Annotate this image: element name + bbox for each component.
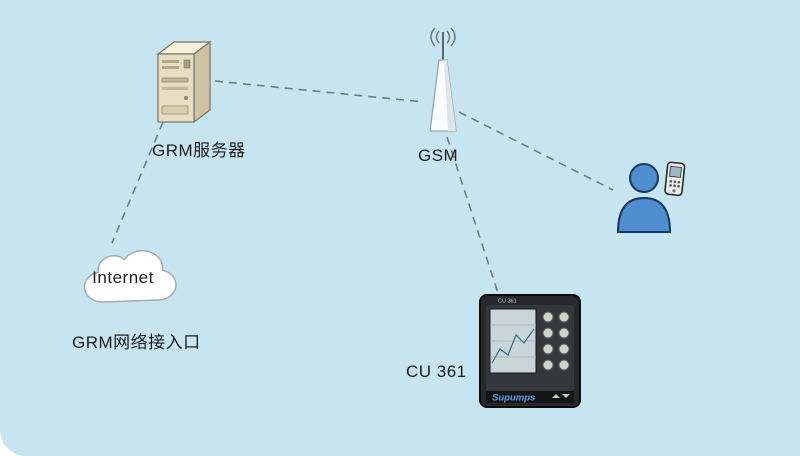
- grm-server-node: [148, 34, 220, 126]
- connection-server-gsm: [214, 80, 425, 103]
- person-with-phone-icon: [616, 161, 686, 233]
- grm-server-label: GRM服务器: [152, 141, 246, 160]
- cu361-device-icon: CU 361 Supumps: [479, 294, 581, 408]
- internet-label: Internet: [92, 268, 154, 287]
- down-button-icon: [562, 394, 570, 398]
- person-node: [612, 158, 696, 236]
- cu361-label: CU 361: [406, 362, 467, 381]
- up-button-icon: [552, 394, 560, 398]
- server-icon: [156, 40, 212, 124]
- internet-node: Internet: [58, 236, 188, 318]
- gsm-label: GSM: [418, 146, 459, 165]
- gsm-node: [415, 26, 471, 136]
- internet-cloud-icon: [83, 249, 177, 303]
- cu361-node: CU 361 Supumps: [478, 293, 584, 411]
- device-model-text: CU 361: [498, 299, 517, 305]
- grm-access-label: GRM网络接入口: [72, 333, 201, 352]
- gsm-antenna-icon: [429, 27, 457, 132]
- connection-server-internet: [111, 121, 164, 244]
- connection-gsm-person: [458, 111, 614, 191]
- device-brand-text: Supumps: [492, 393, 535, 404]
